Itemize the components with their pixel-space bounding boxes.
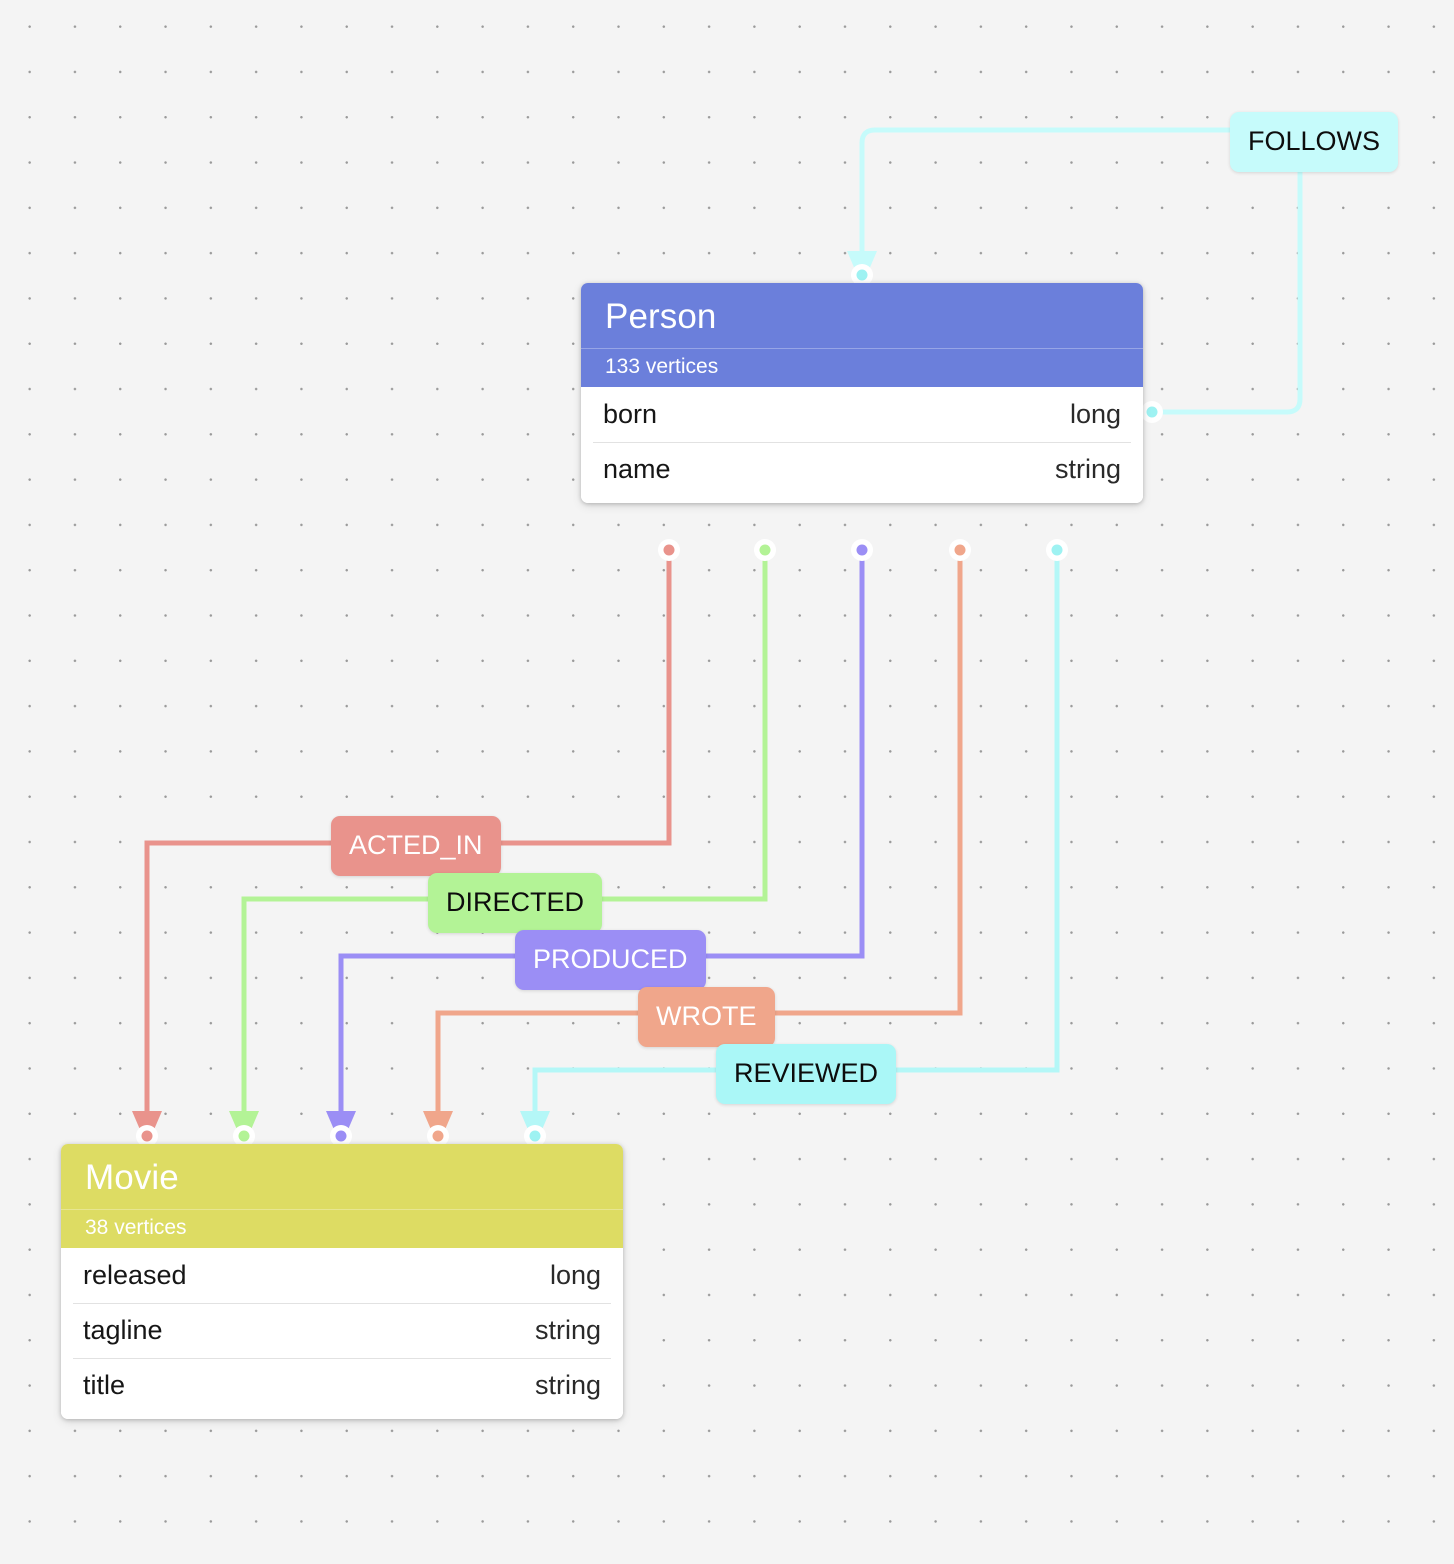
property-name: released [83, 1260, 187, 1290]
property-list-person: born long name string [581, 387, 1143, 503]
node-header-movie: Movie 38 vertices [61, 1144, 623, 1248]
port-person-follows-out[interactable] [1141, 401, 1163, 423]
property-type: long [549, 1260, 601, 1290]
node-header-divider [581, 348, 1143, 349]
edge-label-produced[interactable]: PRODUCED [515, 930, 706, 990]
port-dot-movie-reviewed [529, 1130, 541, 1142]
edge-label-reviewed[interactable]: REVIEWED [716, 1044, 897, 1104]
port-dot-follows-out [1146, 406, 1158, 418]
property-name: tagline [83, 1315, 163, 1345]
port-person-produced[interactable] [851, 539, 873, 561]
port-person-wrote[interactable] [949, 539, 971, 561]
property-row[interactable]: title string [61, 1358, 623, 1413]
edge-path-reviewed [520, 552, 1060, 1146]
property-row[interactable]: released long [61, 1248, 623, 1303]
port-dot-movie-produced [335, 1130, 347, 1142]
port-dot-acted-in [663, 544, 675, 556]
node-header-person: Person 133 vertices [581, 283, 1143, 387]
port-dot-movie-wrote [432, 1130, 444, 1142]
property-type: long [1069, 399, 1121, 429]
property-type: string [1054, 454, 1121, 484]
edge-label-wrote[interactable]: WROTE [638, 987, 775, 1047]
node-card-movie[interactable]: Movie 38 vertices released long tagline … [61, 1144, 623, 1419]
port-dot-produced [856, 544, 868, 556]
node-title-movie: Movie [85, 1158, 179, 1197]
port-dot-movie-acted-in [141, 1130, 153, 1142]
port-dot-follows-in [856, 269, 868, 281]
port-person-acted-in[interactable] [658, 539, 680, 561]
port-dot-movie-directed [238, 1130, 250, 1142]
property-name: title [83, 1370, 126, 1400]
port-dot-directed [759, 544, 771, 556]
port-person-directed[interactable] [754, 539, 776, 561]
port-dot-reviewed [1051, 544, 1063, 556]
property-list-movie: released long tagline string title strin… [61, 1248, 623, 1419]
property-type: string [534, 1315, 601, 1345]
property-type: string [534, 1370, 601, 1400]
edge-label-follows[interactable]: FOLLOWS [1230, 112, 1399, 172]
property-row[interactable]: born long [581, 387, 1143, 442]
edge-label-acted-in[interactable]: ACTED_IN [331, 816, 501, 876]
edge-label-directed[interactable]: DIRECTED [428, 873, 603, 933]
port-person-reviewed[interactable] [1046, 539, 1068, 561]
property-row[interactable]: name string [581, 442, 1143, 497]
node-card-person[interactable]: Person 133 vertices born long name strin… [581, 283, 1143, 503]
port-dot-wrote [954, 544, 966, 556]
property-name: born [603, 399, 658, 429]
property-row[interactable]: tagline string [61, 1303, 623, 1358]
property-name: name [603, 454, 671, 484]
node-count-movie: 38 vertices [85, 1216, 187, 1239]
node-count-person: 133 vertices [605, 355, 719, 378]
node-title-person: Person [605, 297, 717, 336]
node-header-divider [61, 1209, 623, 1210]
